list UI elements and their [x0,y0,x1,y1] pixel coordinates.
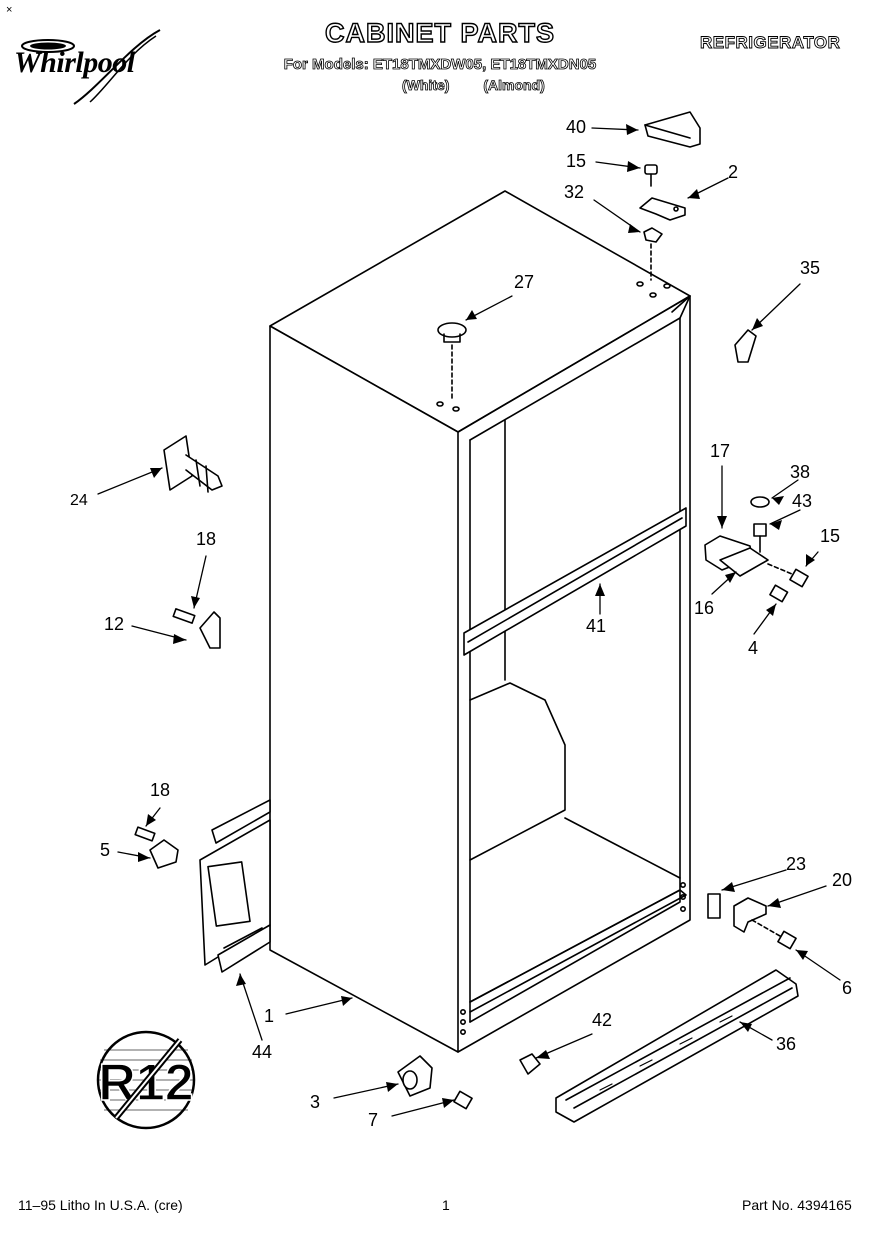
whirlpool-swirl-icon [21,29,161,105]
variant-white: (White) [402,77,450,94]
callout-32: 32 [564,182,585,202]
callout-35: 35 [800,258,821,278]
models-line: For Models: ET18TMXDW05, ET18TMXDN05 [283,56,597,74]
callout-4: 4 [748,638,759,658]
footer-litho: 11–95 Litho In U.S.A. (cre) [18,1197,183,1213]
brand-logo: Whirlpool [10,26,185,110]
callout-5: 5 [100,840,111,860]
callout-6: 6 [842,978,853,998]
callout-24: 24 [70,492,88,509]
corner-mark: × [6,4,13,16]
callout-20: 20 [832,870,853,890]
callout-2: 2 [728,162,739,182]
callout-7: 7 [368,1110,379,1130]
cabinet-body [270,191,690,1052]
callout-17: 17 [710,441,731,461]
callout-36: 36 [776,1034,797,1054]
callout-15-top: 15 [566,151,587,171]
callout-18-lower: 18 [150,780,171,800]
callout-1: 1 [264,1006,275,1026]
callout-44: 44 [252,1042,273,1062]
brand-name: Whirlpool [14,46,135,79]
callout-15-right: 15 [820,526,841,546]
callout-42: 42 [592,1010,613,1030]
callout-38: 38 [790,462,811,482]
callout-16: 16 [694,598,715,618]
footer-page-number: 1 [442,1197,450,1213]
variants-line: (White) (Almond) [380,77,580,94]
page-title: CABINET PARTS [324,17,555,48]
product-label: REFRIGERATOR [700,33,841,53]
rear-bracket [200,800,270,972]
variant-almond: (Almond) [483,77,545,94]
callout-43: 43 [792,491,813,511]
callout-27: 27 [514,272,535,292]
callout-23: 23 [786,854,807,874]
callout-41: 41 [586,616,607,636]
callout-40: 40 [566,117,587,137]
footer-part-number: Part No. 4394165 [742,1197,852,1213]
callout-3: 3 [310,1092,321,1112]
callout-12: 12 [104,614,125,634]
no-r12-prohibition-icon: R12 [98,1032,194,1128]
callout-18-upper: 18 [196,529,217,549]
